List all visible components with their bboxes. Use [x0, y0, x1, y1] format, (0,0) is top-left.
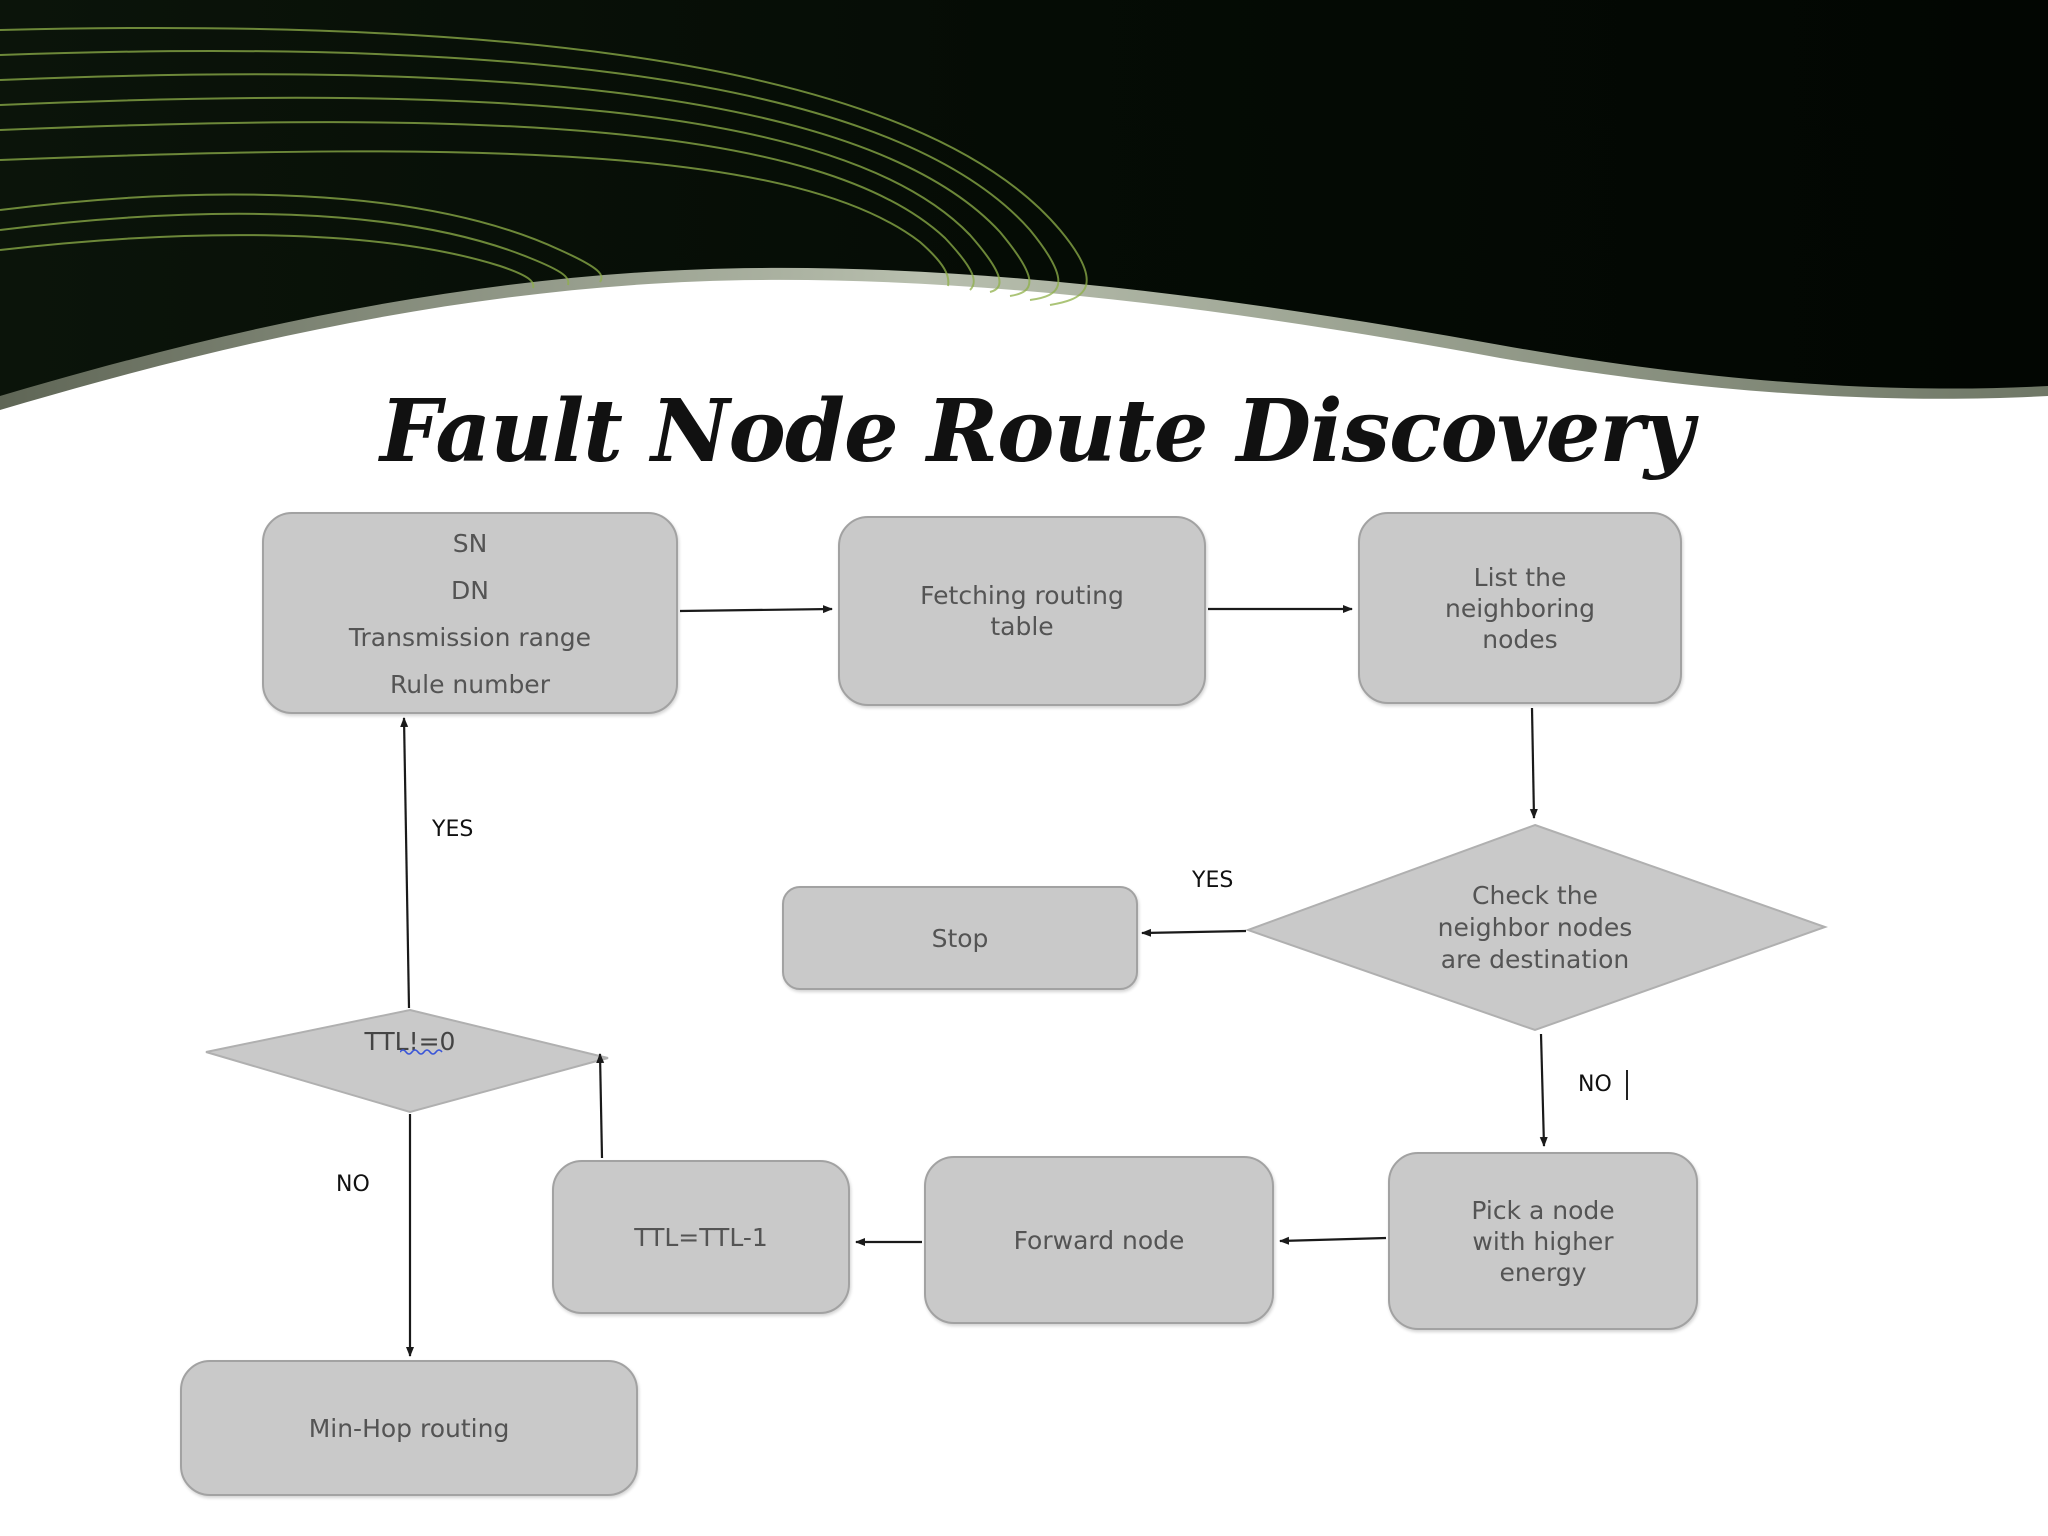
node-fetch-line-2: table: [990, 612, 1054, 641]
arrow-list-to-check: [1529, 707, 1538, 819]
arrow-pick-to-forward: [1279, 1236, 1387, 1245]
node-pick-line-2: with higher: [1472, 1226, 1614, 1256]
edge-label-yes-stop: YES: [1192, 868, 1234, 893]
node-start-line-dn: DN: [451, 576, 489, 605]
node-min-hop-routing: Min-Hop routing: [180, 1360, 638, 1496]
edge-label-no-ttl: NO: [336, 1172, 370, 1197]
arrow-ttl-to-decision: [596, 1053, 605, 1159]
node-stop: Stop: [782, 886, 1138, 990]
arrow-decision-to-start: [400, 717, 411, 1009]
header-band: [0, 267, 2048, 410]
node-forward: Forward node: [924, 1156, 1274, 1324]
spellcheck-squiggle: [400, 1049, 443, 1055]
arrow-check-to-stop: [1141, 928, 1247, 937]
decision-check-line-1: Check the: [1472, 881, 1598, 910]
arrow-start-to-fetch: [679, 605, 833, 614]
decision-check-line-3: are destination: [1440, 945, 1630, 974]
node-pick-higher-energy: Pick a node with higher energy: [1388, 1152, 1698, 1330]
node-forward-label: Forward node: [1013, 1225, 1185, 1255]
node-ttl-decrement: TTL=TTL-1: [552, 1160, 850, 1314]
node-start-line-range: Transmission range: [348, 623, 592, 652]
node-list-line-3: nodes: [1482, 624, 1558, 654]
decision-check-line-2: neighbor nodes: [1437, 913, 1633, 942]
node-start-inputs: SN DN Transmission range Rule number: [262, 512, 678, 714]
slide-title: Fault Node Route Discovery: [380, 381, 1694, 482]
node-pick-line-3: energy: [1499, 1257, 1587, 1287]
edge-label-no-check: NO: [1578, 1072, 1612, 1097]
arrow-check-to-pick: [1539, 1033, 1548, 1147]
text-cursor: [1626, 1070, 1628, 1100]
node-start-line-sn: SN: [452, 529, 488, 558]
node-list-line-2: neighboring: [1445, 593, 1595, 623]
node-list-line-1: List the: [1473, 562, 1567, 592]
decision-check-label: Check the neighbor nodes are destination: [1395, 880, 1675, 976]
node-ttl-decrement-label: TTL=TTL-1: [634, 1222, 768, 1252]
node-fetch-routing-table: Fetching routing table: [838, 516, 1206, 706]
node-stop-label: Stop: [931, 923, 989, 953]
edge-label-yes-loop: YES: [432, 817, 474, 842]
node-minhop-label: Min-Hop routing: [308, 1413, 510, 1443]
node-fetch-line-1: Fetching routing: [920, 581, 1124, 610]
node-pick-line-1: Pick a node: [1471, 1195, 1615, 1225]
node-list-neighbors: List the neighboring nodes: [1358, 512, 1682, 704]
header-background: [0, 0, 2048, 402]
node-start-line-rule: Rule number: [390, 670, 550, 699]
slide-header-banner: [0, 0, 2048, 410]
